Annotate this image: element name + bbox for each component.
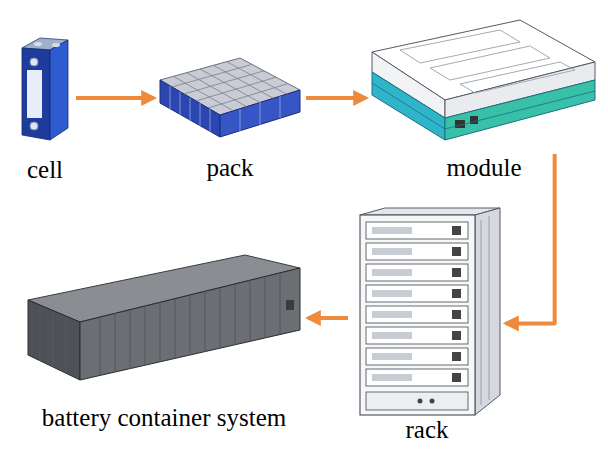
flow-arrow xyxy=(306,96,366,100)
cell-illustration xyxy=(22,38,68,140)
part-label: module xyxy=(447,154,522,182)
illustration-node: cell xyxy=(18,36,72,142)
illustration-node: module xyxy=(370,18,598,150)
rack-illustration xyxy=(360,208,500,415)
illustration-node: rack xyxy=(352,206,502,412)
module-illustration xyxy=(372,20,595,140)
pack-illustration xyxy=(160,58,300,137)
part-label: pack xyxy=(206,154,253,182)
illustration-node: battery container system xyxy=(24,252,304,384)
flow-arrow xyxy=(308,316,348,320)
part-label: battery container system xyxy=(42,404,286,432)
illustration-node: pack xyxy=(158,56,302,140)
container-illustration xyxy=(28,255,300,380)
part-label: rack xyxy=(405,416,448,444)
part-label: cell xyxy=(27,156,63,184)
flow-arrow xyxy=(76,96,154,100)
